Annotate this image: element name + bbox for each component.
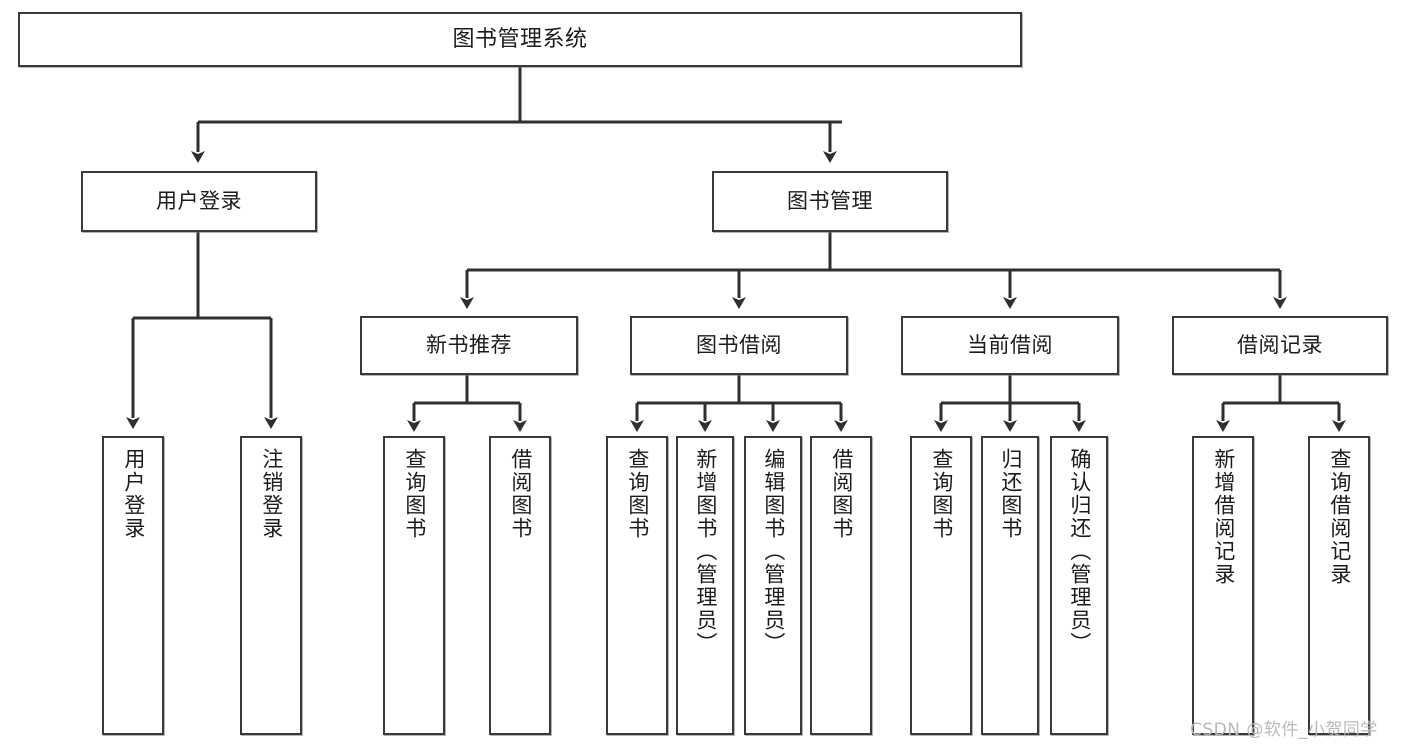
node-leaf-query-book-1-label: 查询图书 bbox=[402, 448, 427, 540]
node-leaf-user-logout[interactable]: 注销登录 bbox=[240, 436, 302, 735]
node-book-manage[interactable]: 图书管理 bbox=[712, 171, 948, 232]
node-leaf-query-book-2[interactable]: 查询图书 bbox=[606, 436, 668, 735]
node-leaf-borrow-book-1[interactable]: 借阅图书 bbox=[489, 436, 551, 735]
node-leaf-return-book-label: 归还图书 bbox=[998, 448, 1023, 540]
node-leaf-query-book-2-label: 查询图书 bbox=[625, 448, 650, 540]
node-leaf-borrow-book-2-label: 借阅图书 bbox=[829, 448, 854, 540]
node-leaf-add-book-label: 新增图书（管理员） bbox=[693, 448, 718, 655]
node-leaf-edit-book[interactable]: 编辑图书（管理员） bbox=[744, 436, 802, 735]
node-leaf-user-logout-label: 注销登录 bbox=[259, 448, 284, 540]
node-new-book-recommend-label: 新书推荐 bbox=[426, 333, 512, 358]
node-root[interactable]: 图书管理系统 bbox=[18, 12, 1022, 67]
node-leaf-user-login-label: 用户登录 bbox=[121, 448, 146, 540]
node-root-label: 图书管理系统 bbox=[452, 26, 588, 52]
node-book-borrow-label: 图书借阅 bbox=[696, 333, 782, 358]
node-user-login[interactable]: 用户登录 bbox=[81, 171, 317, 232]
node-leaf-borrow-book-1-label: 借阅图书 bbox=[508, 448, 533, 540]
node-leaf-confirm-return[interactable]: 确认归还（管理员） bbox=[1050, 436, 1108, 735]
node-current-borrow[interactable]: 当前借阅 bbox=[901, 316, 1119, 375]
node-new-book-recommend[interactable]: 新书推荐 bbox=[360, 316, 578, 375]
node-user-login-label: 用户登录 bbox=[156, 189, 242, 214]
node-leaf-return-book[interactable]: 归还图书 bbox=[981, 436, 1039, 735]
node-leaf-query-book-3[interactable]: 查询图书 bbox=[910, 436, 972, 735]
node-book-borrow[interactable]: 图书借阅 bbox=[630, 316, 848, 375]
node-leaf-query-book-3-label: 查询图书 bbox=[929, 448, 954, 540]
node-leaf-query-book-1[interactable]: 查询图书 bbox=[383, 436, 445, 735]
node-leaf-add-book[interactable]: 新增图书（管理员） bbox=[676, 436, 734, 735]
node-leaf-confirm-return-label: 确认归还（管理员） bbox=[1067, 448, 1092, 655]
node-current-borrow-label: 当前借阅 bbox=[967, 333, 1053, 358]
node-borrow-record-label: 借阅记录 bbox=[1237, 333, 1323, 358]
node-leaf-query-record[interactable]: 查询借阅记录 bbox=[1308, 436, 1370, 735]
node-leaf-add-record[interactable]: 新增借阅记录 bbox=[1192, 436, 1254, 735]
node-leaf-edit-book-label: 编辑图书（管理员） bbox=[761, 448, 786, 655]
node-leaf-add-record-label: 新增借阅记录 bbox=[1211, 448, 1236, 586]
node-book-manage-label: 图书管理 bbox=[787, 189, 873, 214]
node-borrow-record[interactable]: 借阅记录 bbox=[1172, 316, 1388, 375]
node-leaf-query-record-label: 查询借阅记录 bbox=[1327, 448, 1352, 586]
node-leaf-user-login[interactable]: 用户登录 bbox=[102, 436, 164, 735]
node-leaf-borrow-book-2[interactable]: 借阅图书 bbox=[810, 436, 872, 735]
